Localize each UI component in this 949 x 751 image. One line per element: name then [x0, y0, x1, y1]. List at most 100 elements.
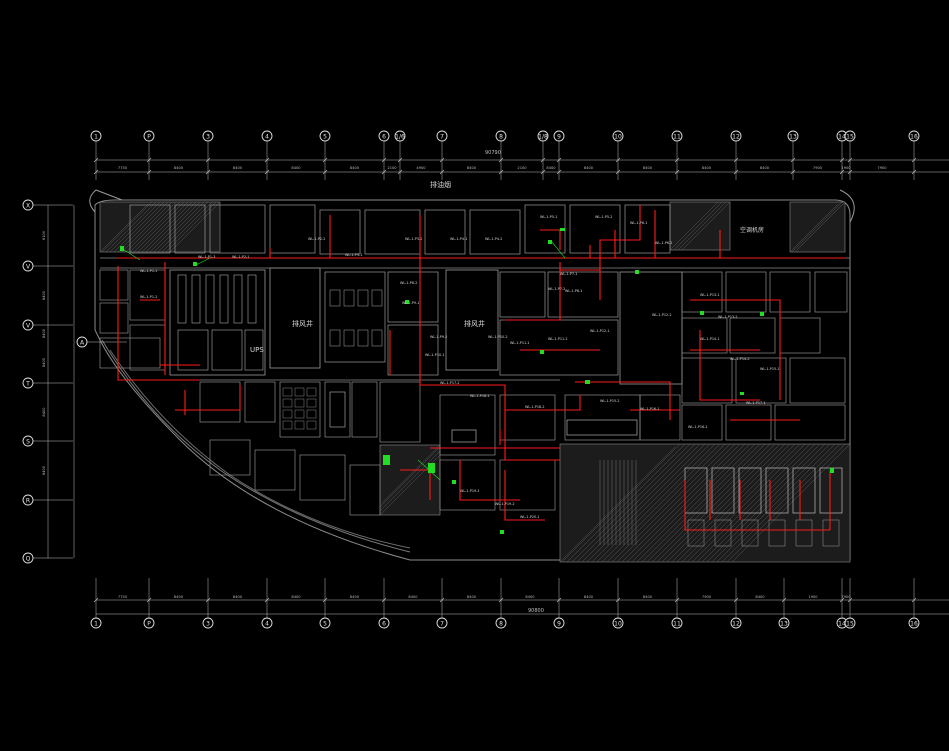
pipe-run: [175, 385, 241, 411]
room-lower: [439, 459, 496, 511]
hatch-line: [691, 443, 811, 563]
hatch-line: [105, 201, 157, 253]
dimension-text-top: 8400: [467, 166, 477, 170]
pipe-tag: WL-1-P18-1: [470, 394, 490, 398]
dimension-tick: [615, 157, 621, 163]
hatch-ne-core: [669, 201, 731, 251]
equipment-marker: [500, 530, 504, 534]
grid-bubble-top-label: 1/6: [395, 133, 405, 140]
hatch-line: [686, 443, 806, 563]
room-east: [681, 404, 723, 441]
room-center: [324, 271, 386, 363]
room-center: [387, 271, 439, 323]
dimension-tick: [911, 597, 917, 603]
dimension-text-top: 8400: [760, 166, 770, 170]
rack-row: [219, 274, 229, 324]
desk: [343, 289, 355, 307]
dimension-text-bottom: 7900: [702, 595, 712, 599]
grid-bubble-bottom-label: 7: [440, 620, 444, 627]
room-middle: [639, 394, 681, 441]
grid-bubble-bottom-label: 12: [732, 620, 740, 627]
dimension-text-left: 8400: [42, 407, 46, 417]
dimension-text-bottom: 8400: [408, 595, 418, 599]
hatch-line: [109, 201, 161, 253]
rack-row: [177, 274, 187, 324]
equipment-leader: [551, 241, 566, 259]
dimension-tick: [498, 597, 504, 603]
desk: [371, 289, 383, 307]
dock-bay: [711, 467, 735, 514]
room-top: [524, 204, 566, 254]
dimension-tick: [264, 169, 270, 175]
hatch-line: [129, 201, 181, 253]
grid-bubble-bottom-label: 9: [557, 620, 561, 627]
hatch-line: [721, 443, 841, 563]
dimension-tick: [322, 597, 328, 603]
room-ups-b: [211, 329, 243, 371]
rack-row: [233, 274, 243, 324]
workstation: [282, 398, 293, 408]
pipe-tag: WL-1-P19-2: [495, 502, 515, 506]
room-label-east: 空调机房: [740, 226, 764, 234]
dimension-tick: [322, 169, 328, 175]
drawing-top-label: 排油烟: [430, 180, 451, 189]
dimension-tick: [397, 157, 403, 163]
dimension-text-top: 2100: [517, 166, 527, 170]
dimension-tick: [556, 597, 562, 603]
dimension-tick: [205, 597, 211, 603]
hatch-line: [99, 203, 149, 253]
hatch-bound: [669, 201, 731, 251]
room-ups-a: [177, 329, 209, 371]
dimension-text-top: 7900: [813, 166, 823, 170]
hatch-line: [716, 443, 836, 563]
room-east: [681, 271, 723, 313]
room-east: [725, 404, 772, 441]
pipe-tag: WL-1-P2-2: [308, 237, 325, 241]
shaft-b: [445, 269, 499, 371]
room-east: [725, 271, 767, 313]
grid-bubble-bottom-label: 6: [382, 620, 386, 627]
hatch-line: [843, 201, 846, 204]
hatch-line: [586, 443, 706, 563]
grid-bubble-row-label: T: [25, 380, 30, 387]
pipe-tag: WL-1-P4-1: [450, 237, 467, 241]
hatch-line: [379, 446, 441, 508]
pipe-tag: WL-1-P1-3: [198, 255, 215, 259]
piping-runs: [117, 205, 845, 531]
pipe-tag: WL-1-P10-2: [488, 335, 508, 339]
dimension-tick: [498, 157, 504, 163]
rack-row: [191, 274, 201, 324]
dimension-text-bottom: 8400: [291, 595, 301, 599]
hatch-line: [561, 443, 681, 563]
dimension-tick: [847, 157, 853, 163]
equipment-box: [566, 419, 638, 436]
pipe-tag: WL-1-P8-2: [400, 281, 417, 285]
grid-bubble-top-label: 12: [732, 133, 740, 140]
dimension-tick: [733, 169, 739, 175]
room-ups-c: [244, 329, 264, 371]
dimension-tick: [781, 597, 787, 603]
pipe-run: [684, 480, 830, 531]
dimension-tick: [839, 157, 845, 163]
dimension-tick: [397, 169, 403, 175]
pipe-run: [419, 258, 560, 461]
grid-bubble-top-label: 3: [206, 133, 210, 140]
pipe-run: [504, 470, 545, 521]
room-east: [681, 357, 733, 404]
hatch-line: [681, 443, 801, 563]
equipment-marker: [548, 240, 552, 244]
room-label-exhaust-b: 排风井: [464, 319, 485, 328]
hatch-line: [621, 443, 741, 563]
room-east: [729, 317, 776, 354]
room-middle: [351, 381, 378, 438]
hatch-line: [601, 443, 721, 563]
room-equipment: [169, 269, 266, 376]
equipment-marker: [540, 350, 544, 354]
hatch-nw-core: [99, 201, 221, 253]
equipment-marker: [760, 312, 764, 316]
room-middle: [499, 394, 556, 441]
grid-bubble-bottom-label: P: [147, 620, 151, 627]
